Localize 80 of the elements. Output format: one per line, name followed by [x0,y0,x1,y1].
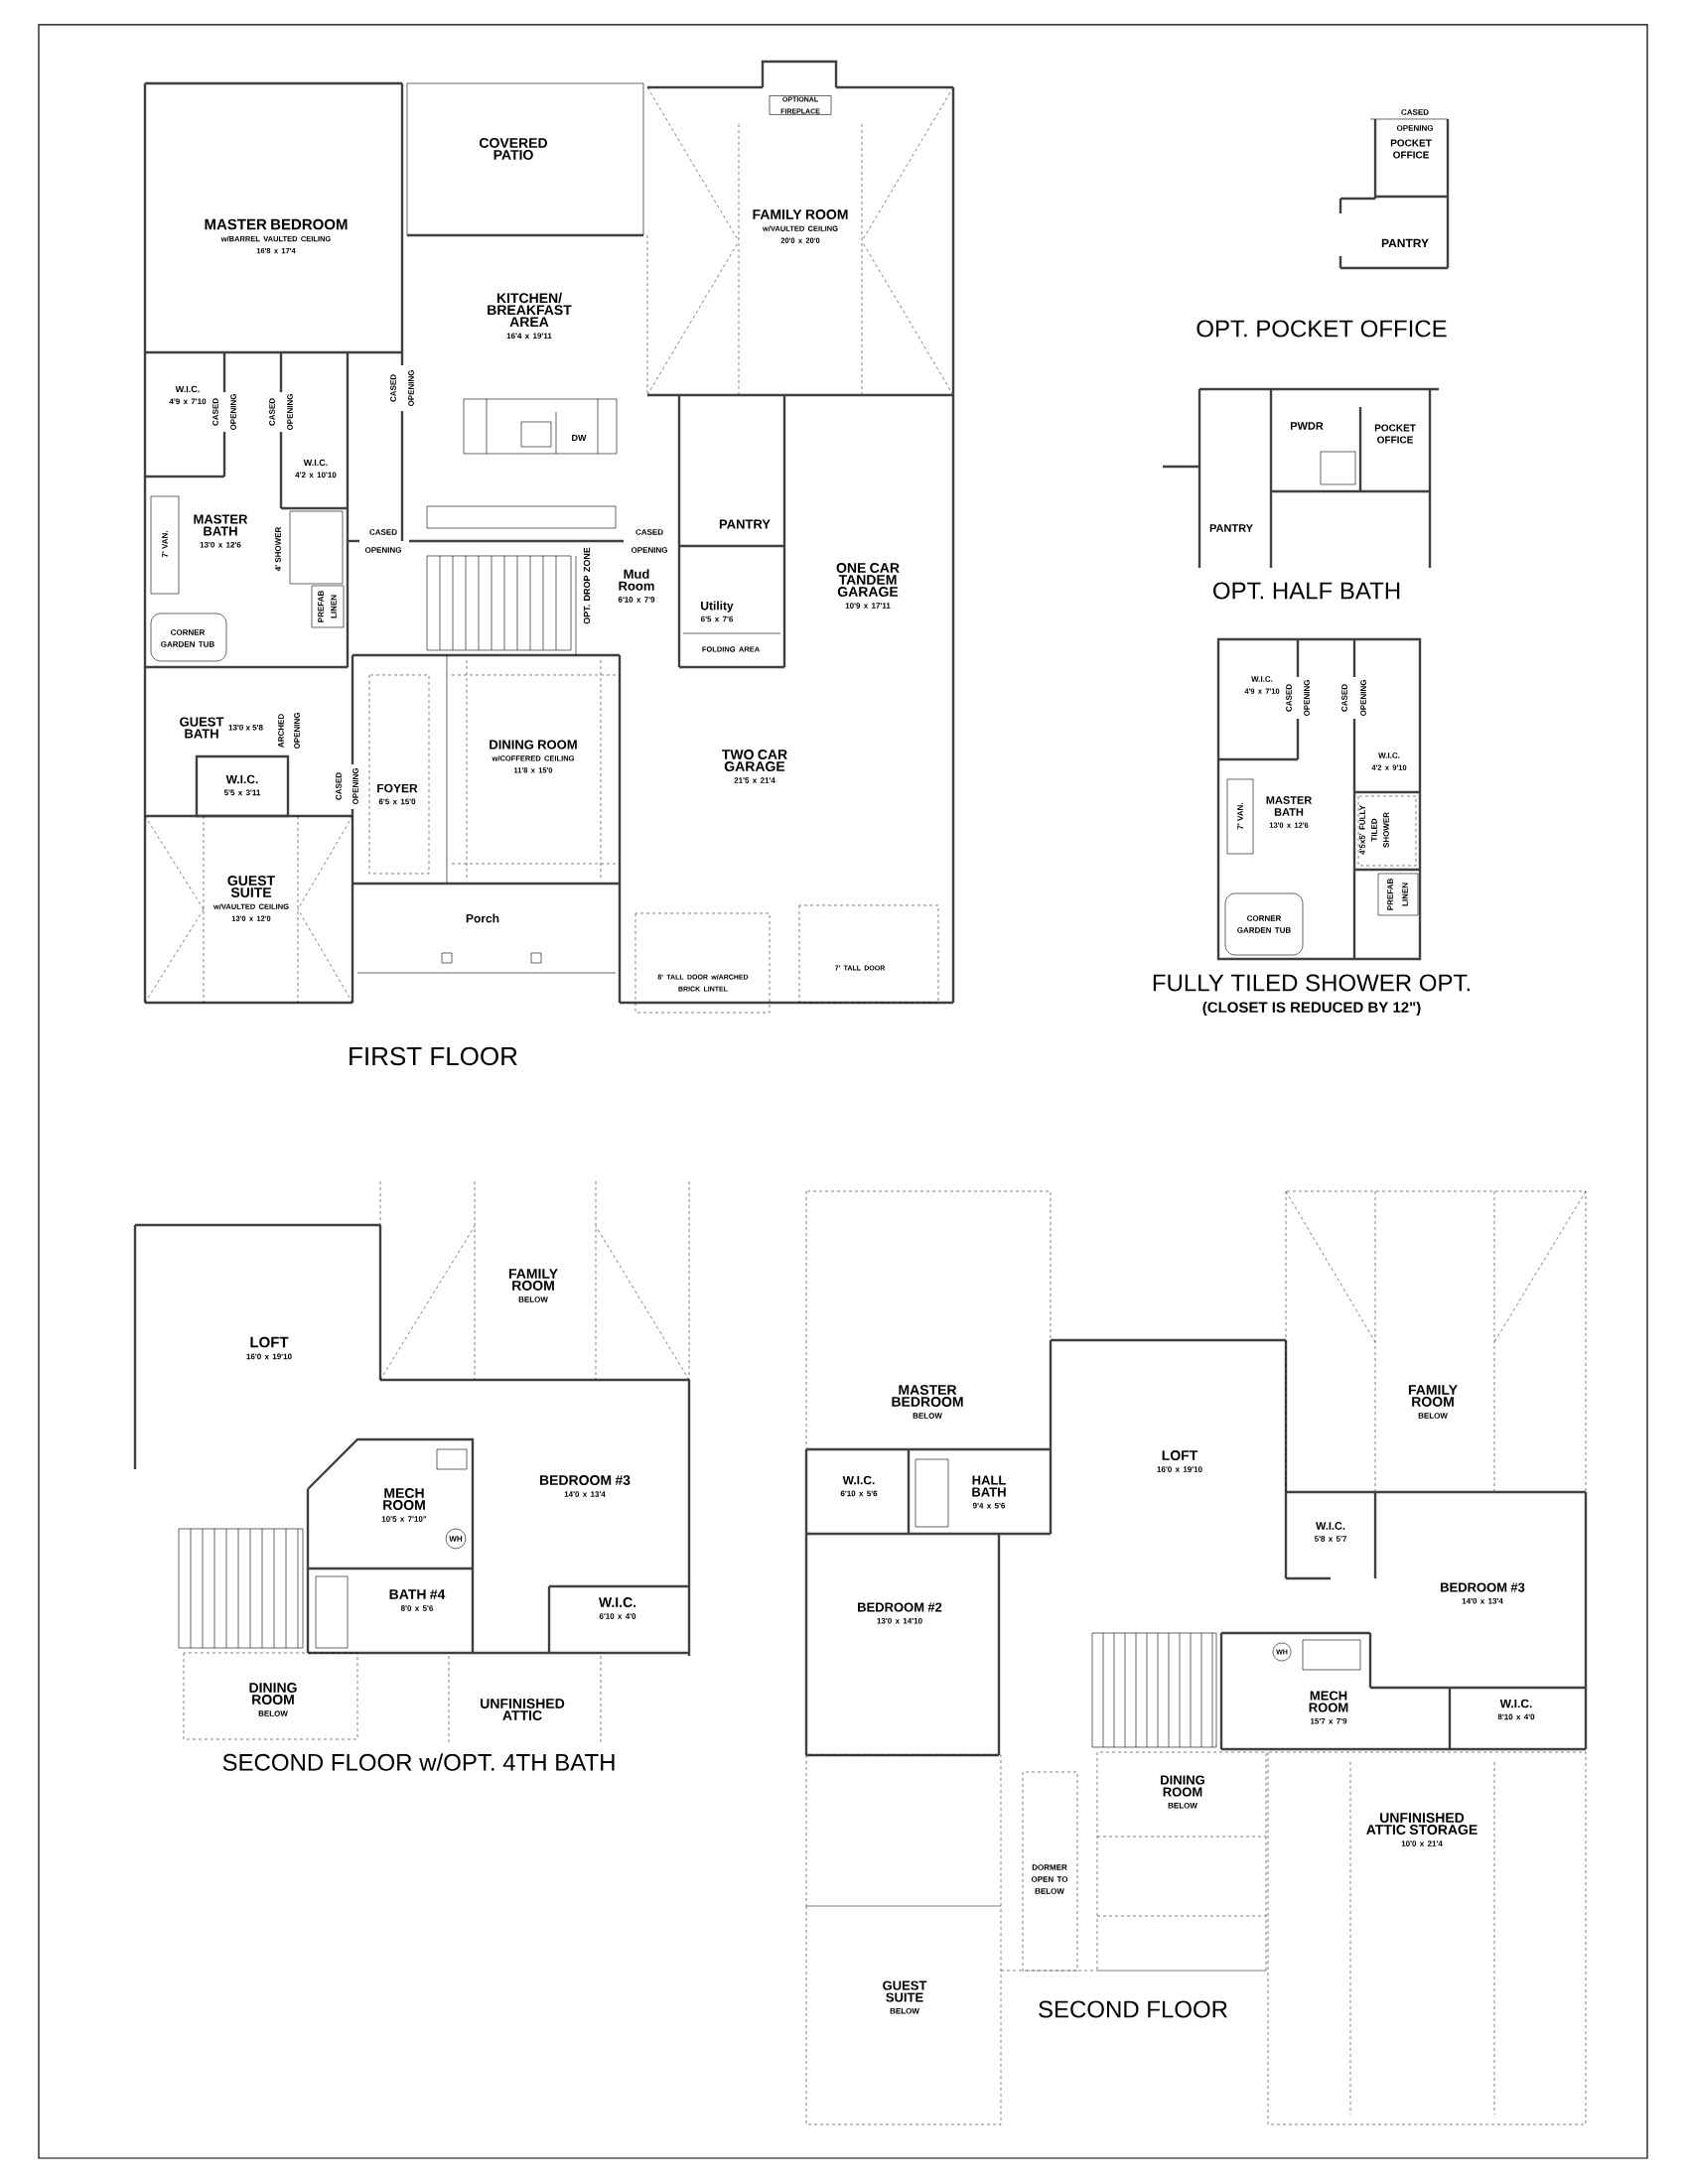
room-label: GUEST SUITE BELOW [883,1980,927,2014]
plan-note: DW [572,434,587,442]
plan-note: CASED [212,398,218,426]
plan-note: 4' SHOWER [275,526,281,572]
room-label: COVERED PATIO [479,138,548,160]
room-label: OPT. DROP ZONE [583,547,591,624]
room-label: DINING ROOM BELOW [249,1683,297,1716]
room-label: UNFINISHED ATTIC STORAGE 10'0 x 21'4 [1366,1813,1477,1846]
room-label: DORMER OPEN TO BELOW [1031,1864,1068,1894]
plan-note: CASED [1341,684,1347,712]
plan-note: OPENING [294,713,300,750]
plan-note: CORNER GARDEN TUB [1237,915,1291,933]
plan-title: SECOND FLOOR [1039,2000,1227,2018]
room-label: TWO CAR GARAGE 21'5 x 21'4 [722,750,787,783]
room-label: W.I.C. 5'8 x 5'7 [1314,1522,1346,1542]
room-label: W.I.C. 6'10 x 4'0 [598,1597,636,1619]
room-label: FAMILY ROOM BELOW [508,1269,558,1302]
plan-note: OPENING [1304,680,1310,717]
room-label: BEDROOM #2 13'0 x 14'10 [858,1602,942,1624]
plan-note: OPENING [364,547,401,553]
plan-note: LINEN [331,595,337,618]
plan-title: FULLY TILED SHOWER OPT. [1153,974,1470,992]
room-label: MASTER BATH 13'0 x 12'6 [194,514,248,548]
room-label: W.I.C. 4'2 x 10'10 [295,459,337,478]
plan-note: LINEN [1402,883,1408,906]
plan-note: OPENING [631,547,667,553]
plan-note: (CLOSET IS REDUCED BY 12") [1202,1002,1421,1016]
room-label: POCKET OFFICE [1374,424,1416,444]
room-label: GUEST BATH 13'0 x 5'8 [180,717,263,739]
room-label: W.I.C. 6'10 x 5'6 [840,1475,878,1497]
room-label: Porch [466,913,499,923]
plan-note: CASED [1401,109,1429,115]
plan-note: CASED [269,398,275,426]
room-label: BEDROOM #3 14'0 x 13'4 [1441,1582,1525,1604]
room-label: BEDROOM #3 14'0 x 13'4 [539,1475,631,1497]
plan-note: 7' VAN. [1237,803,1243,830]
room-label: W.I.C. 5'5 x 3'11 [223,774,261,796]
plan-note: CORNER GARDEN TUB [161,629,214,647]
plan-note: CASED [635,529,663,535]
room-label: FAMILY ROOM BELOW [1408,1385,1458,1419]
plan-note: 7' VAN. [162,531,168,558]
room-label: LOFT 16'0 x 19'10 [1157,1450,1202,1472]
room-label: Mud Room 6'10 x 7'9 [618,569,655,603]
plan-note: OPENING [352,768,358,805]
plan-note: CASED [1286,684,1292,712]
room-label: FOYER 6'5 x 15'0 [377,783,418,805]
plan-title: OPT. POCKET OFFICE [1196,320,1447,338]
plan-note: OPENING [287,394,293,431]
plan-note: CASED [390,374,396,402]
plan-note: PREFAB [1387,879,1393,910]
room-label: Utility 6'5 x 7'6 [700,601,734,622]
room-label: KITCHEN/ BREAKFAST AREA 16'4 x 19'11 [488,292,572,340]
plan-note: CASED [336,772,342,800]
plan-note: CASED [369,529,397,535]
room-label: MECH ROOM 15'7 x 7'9 [1309,1691,1348,1724]
plan-title: SECOND FLOOR w/OPT. 4TH BATH [222,1753,615,1771]
room-label: PWDR [1290,422,1324,430]
plan-note: 4'5x5' FULLY TILED SHOWER [1359,805,1389,855]
room-label: POCKET OFFICE [1390,139,1432,159]
room-label: UNFINISHED ATTIC [481,1699,565,1720]
room-label: MASTER BEDROOM BELOW [892,1385,963,1419]
plan-note: OPENING [408,370,414,407]
room-label: DINING ROOM BELOW [1161,1775,1204,1809]
room-label: ONE CAR TANDEM GARAGE 10'9 x 17'11 [836,563,900,609]
room-label: LOFT 16'0 x 19'10 [246,1336,292,1360]
plan-note: ARCHED [278,714,284,748]
room-label: BATH #4 8'0 x 5'6 [389,1589,446,1611]
plan-note: OPENING [1396,125,1433,131]
room-label: W.I.C. 8'10 x 4'0 [1497,1699,1535,1720]
plan-title: OPT. HALF BATH [1213,582,1400,600]
room-label: MECH ROOM 10'5 x 7'10" [381,1488,427,1522]
room-label: PANTRY [1381,238,1429,248]
plan-title: FIRST FLOOR [350,1046,517,1066]
plan-note: OPENING [1360,680,1366,717]
room-label: PANTRY [1209,524,1253,532]
room-label: W.I.C. 4'9 x 7'10 [169,385,207,405]
room-label: HALL BATH 9'4 x 5'6 [972,1475,1006,1509]
plan-note: PREFAB [318,591,324,622]
plan-note: OPENING [230,394,236,431]
room-label: PANTRY [719,519,771,529]
